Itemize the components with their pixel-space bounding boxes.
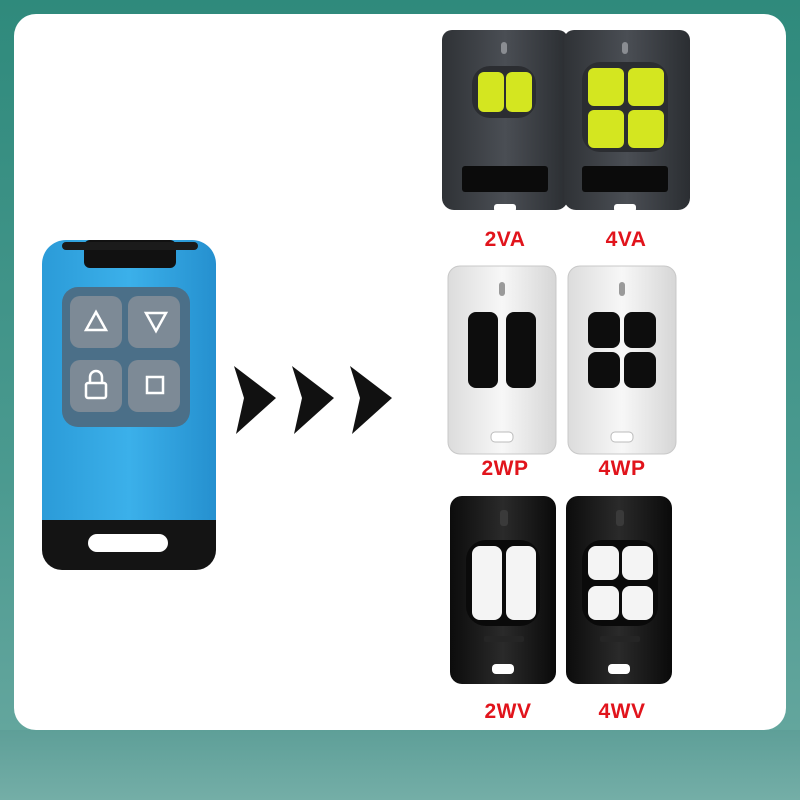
model-label-2wp: 2WP — [481, 457, 529, 480]
remote-4wp — [567, 265, 677, 455]
up-triangle-icon — [83, 309, 109, 332]
model-label-4wp: 4WP — [598, 457, 646, 480]
arrows — [234, 366, 392, 434]
remote-2wv — [450, 496, 556, 684]
chevron-right-icon — [350, 366, 392, 434]
down-button[interactable] — [128, 296, 180, 348]
bottom-band — [0, 730, 800, 800]
model-label-2wv: 2WV — [484, 700, 532, 723]
chevron-right-icon — [234, 366, 276, 434]
remote-2va — [442, 30, 568, 212]
down-triangle-icon — [143, 311, 169, 334]
remote-4wv — [566, 496, 672, 684]
model-label-4va: 4VA — [605, 228, 647, 251]
model-label-4wv: 4WV — [598, 700, 646, 723]
lock-button[interactable] — [70, 360, 122, 412]
square-icon — [145, 375, 165, 395]
remote-4va — [564, 30, 690, 212]
model-label-2va: 2VA — [484, 228, 526, 251]
stop-button[interactable] — [128, 360, 180, 412]
lock-icon — [84, 369, 108, 400]
up-button[interactable] — [70, 296, 122, 348]
keyring-slot — [88, 534, 168, 552]
remote-2wp — [447, 265, 557, 455]
chevron-right-icon — [292, 366, 334, 434]
blue-remote — [42, 240, 216, 570]
